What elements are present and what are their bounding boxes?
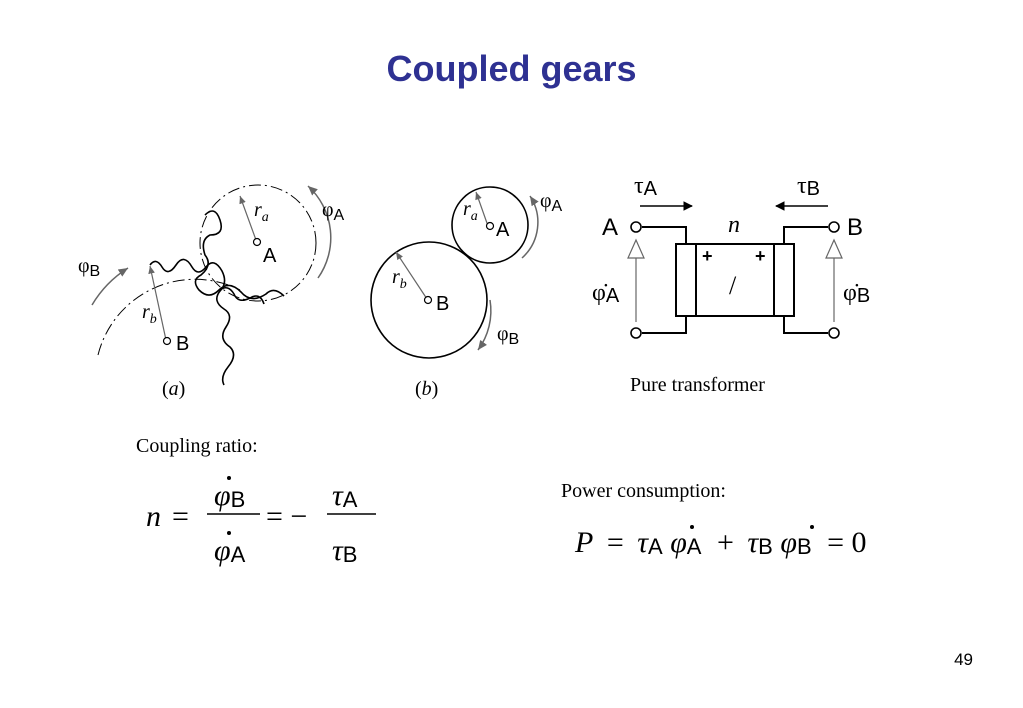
label-point-b-b: B [436, 293, 449, 315]
label-phi-b-b: φB [497, 323, 519, 348]
dot-power-phi-b [810, 525, 814, 529]
label-phi-a-b: φA [540, 190, 563, 215]
label-point-b: B [176, 333, 189, 355]
formula-num2: τA [332, 479, 358, 512]
terminal-b-top [828, 221, 840, 233]
power-consumption-formula: Power consumption: P = τA φA + τB φB = 0 [561, 480, 867, 561]
power-formula-line: P = τA φA + τB φB = 0 [574, 526, 867, 561]
label-ra-b: ra [463, 198, 478, 224]
gear-teeth-lower [149, 258, 235, 386]
label-ra: ra [254, 199, 269, 225]
slide-title: Coupled gears [386, 48, 637, 89]
gear-teeth-upper [194, 210, 285, 300]
rotation-arrow-a-b [521, 195, 539, 259]
formula-eq2: = − [266, 500, 307, 533]
label-phidot-b: φ̇B [843, 280, 870, 307]
flow-arrow-b [825, 238, 843, 322]
label-plus-left: + [702, 246, 713, 266]
label-slash: / [729, 271, 737, 300]
transformer-left-coil [675, 243, 697, 317]
gear-teeth-lower-2 [219, 286, 265, 305]
formula-n: n [146, 500, 161, 533]
label-rb: rb [142, 301, 157, 327]
transformer-diagram: τA τB A B n + + / φ̇A φ̇B Pure transform… [592, 173, 870, 396]
center-a-dot-b [485, 221, 495, 231]
center-b-dot-b [423, 295, 433, 305]
radius-rb-arrow [148, 265, 167, 341]
radius-ra-arrow-b [475, 191, 489, 227]
center-a-dot [252, 237, 262, 247]
coupling-ratio-label: Coupling ratio: [136, 435, 258, 457]
formula-den2: τB [332, 534, 357, 567]
label-phidot-a: φ̇A [592, 280, 620, 307]
radius-ra-arrow [239, 195, 257, 241]
flow-arrow-a [627, 238, 645, 322]
gear-a-pitch-circle [199, 184, 317, 302]
label-phi-a: φA [322, 199, 345, 224]
terminal-b-bottom [828, 327, 840, 339]
caption-b: (b) [415, 378, 438, 400]
label-point-a: A [263, 245, 277, 267]
page-number: 49 [954, 650, 973, 669]
label-plus-right: + [755, 246, 766, 266]
lead-b-bottom [783, 316, 828, 334]
dot-num-phi [227, 476, 231, 480]
caption-a: (a) [162, 378, 185, 400]
label-rb-b: rb [392, 266, 407, 292]
coupling-ratio-formula: Coupling ratio: n = φB φA = − τA τB [136, 435, 376, 567]
formula-num: φB [214, 479, 245, 512]
lead-a-top [642, 226, 687, 244]
rotation-arrow-b [91, 267, 129, 306]
label-point-a-b: A [496, 219, 510, 241]
rotation-arrow-a [307, 185, 332, 279]
label-tau-a: τA [634, 173, 658, 200]
dot-den-phi [227, 531, 231, 535]
center-b-dot [162, 336, 172, 346]
label-port-a: A [602, 214, 618, 241]
gears-diagram-a: ra A rb B φA φB (a) [78, 184, 345, 400]
lead-a-bottom [642, 316, 687, 334]
label-ratio-n: n [728, 212, 740, 238]
terminal-a-top [630, 221, 642, 233]
caption-pure-transformer: Pure transformer [630, 374, 765, 396]
terminal-a-bottom [630, 327, 642, 339]
radius-rb-arrow-b [395, 251, 428, 300]
label-port-b: B [847, 214, 863, 241]
wheel-b-circle [370, 241, 488, 359]
label-phi-b: φB [78, 255, 100, 280]
dot-power-phi-a [690, 525, 694, 529]
formula-eq1: = [172, 500, 189, 533]
transformer-right-coil [773, 243, 795, 317]
label-tau-b: τB [797, 173, 820, 200]
gear-b-pitch-arc [97, 278, 241, 356]
gears-diagram-b: ra A rb B φA φB (b) [370, 186, 563, 400]
wheel-a-circle [451, 186, 529, 264]
formula-den: φA [214, 534, 246, 567]
rotation-arrow-b-b [477, 299, 492, 351]
power-consumption-label: Power consumption: [561, 480, 726, 502]
lead-b-top [783, 226, 828, 244]
